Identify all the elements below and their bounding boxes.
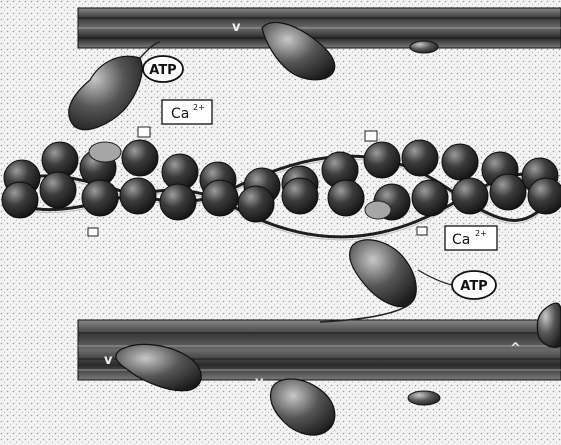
actin-bead-icon	[122, 140, 158, 176]
calcium-text-bottom: Ca	[452, 232, 470, 248]
actin-bead-icon	[402, 140, 438, 176]
svg-text:v: v	[255, 375, 264, 390]
calcium-charge-top: 2+	[193, 103, 205, 112]
actin-bead-icon	[2, 182, 38, 218]
myosin-head-icon	[408, 391, 440, 405]
actin-bead-icon	[238, 186, 274, 222]
actin-bead-icon	[328, 180, 364, 216]
actin-bead-icon	[282, 178, 318, 214]
calcium-text-top: Ca	[171, 106, 189, 122]
actin-bead-icon	[82, 180, 118, 216]
thick-filament-top: v	[78, 8, 561, 48]
actin-bead-icon	[364, 142, 400, 178]
calcium-label-top: Ca 2+	[162, 100, 212, 124]
svg-text:v: v	[232, 20, 241, 35]
actin-bead-icon	[442, 144, 478, 180]
actin-bead-icon	[528, 178, 561, 214]
actin-bead-icon	[412, 180, 448, 216]
myosin-head-icon	[410, 41, 438, 53]
actin-bead-icon	[490, 174, 526, 210]
actin-bead-icon	[160, 184, 196, 220]
actin-bead-icon	[452, 178, 488, 214]
atp-text-bottom: ATP	[460, 279, 487, 294]
calcium-charge-bottom: 2+	[475, 229, 487, 238]
actin-bead-icon	[202, 180, 238, 216]
calcium-label-bottom: Ca 2+	[445, 226, 497, 250]
svg-text:v: v	[104, 353, 113, 368]
atp-text-top: ATP	[149, 63, 176, 78]
actin-bead-icon	[120, 178, 156, 214]
svg-text:^: ^	[510, 341, 521, 356]
atp-label-top: ATP	[143, 56, 183, 82]
actin-bead-icon	[40, 172, 76, 208]
